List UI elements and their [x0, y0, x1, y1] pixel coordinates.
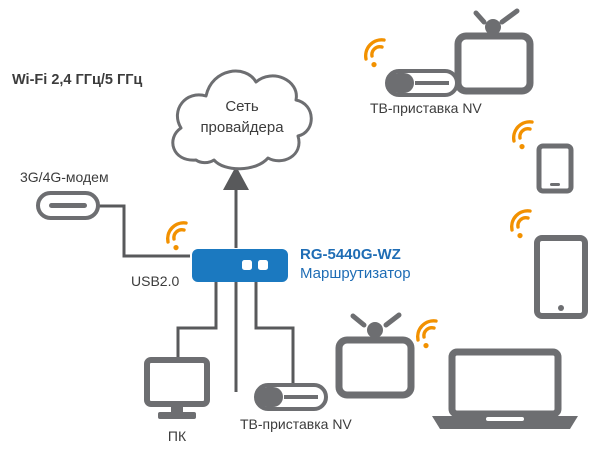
wireless-stb-label: ТВ-приставка NV [370, 100, 482, 116]
connection-lines [98, 186, 295, 392]
cloud-label-line1: Сеть [225, 98, 259, 115]
modem-usb-link [98, 204, 190, 258]
router-type-label: Маршрутизатор [300, 265, 411, 282]
modem-slot [49, 203, 87, 208]
usb-label: USB2.0 [131, 273, 179, 289]
tv-icon-top [454, 8, 534, 95]
laptop-icon [432, 348, 578, 429]
router-model-label: RG-5440G-WZ [300, 246, 401, 263]
tv-icon-bottom [335, 312, 415, 399]
tv-bottom-wifi-icon [415, 319, 438, 350]
provider-cloud: Сеть провайдера [171, 69, 313, 171]
router-icon [192, 249, 288, 282]
pc-monitor-icon [144, 357, 210, 419]
router-wifi-icon [165, 221, 188, 252]
wireless-set-top-box-icon [385, 69, 459, 97]
uplink-arrow-head [223, 166, 249, 190]
phone-wifi-icon [511, 120, 534, 151]
router-stb-link [254, 282, 295, 387]
modem-label: 3G/4G-модем [20, 169, 109, 185]
tablet-wifi-icon [509, 209, 532, 240]
tablet-icon [534, 235, 588, 319]
cloud-label-line2: провайдера [200, 119, 284, 136]
pc-label: ПК [168, 428, 187, 444]
router-pc-link [176, 282, 218, 360]
smartphone-icon [536, 143, 574, 194]
stb-wifi-icon [363, 38, 386, 69]
wired-set-top-box-icon [254, 383, 328, 411]
wifi-band-label: Wi-Fi 2,4 ГГц/5 ГГц [12, 72, 142, 88]
wired-stb-label: ТВ-приставка NV [240, 416, 352, 432]
